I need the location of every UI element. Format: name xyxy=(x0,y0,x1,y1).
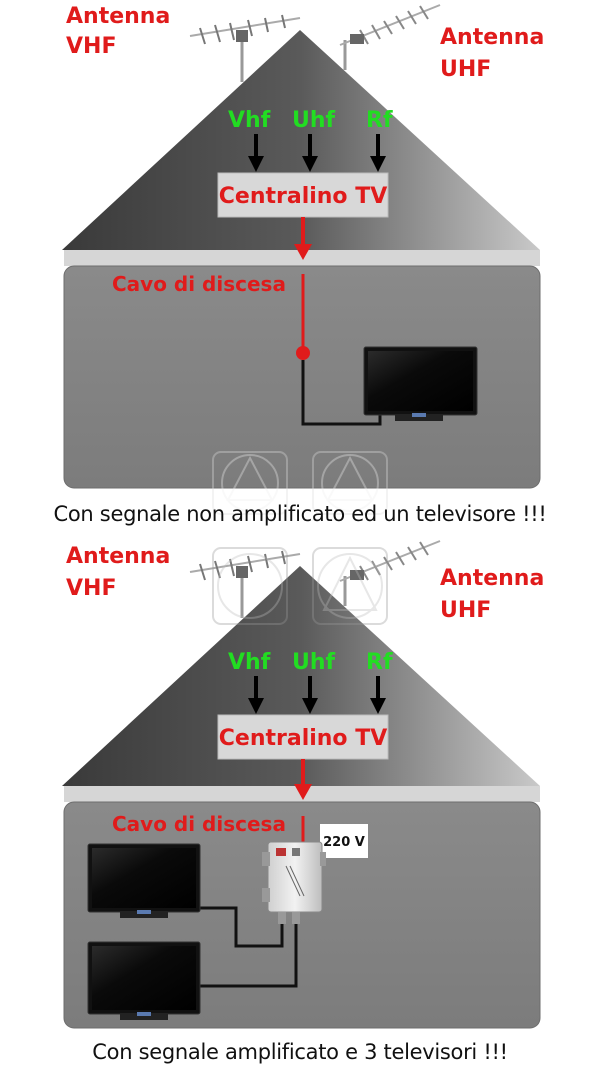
watermark-logo-icon xyxy=(212,451,388,515)
downlead-arrow xyxy=(294,217,312,260)
diagram-single-tv: Antenna VHF Antenna UHF Vhf Uhf Rf Centr… xyxy=(0,0,600,536)
signal-uhf-label: Uhf xyxy=(292,108,336,133)
caption-bottom: Con segnale amplificato e 3 televisori !… xyxy=(92,1040,508,1064)
roof xyxy=(62,566,540,786)
wall-outlet-dot xyxy=(296,346,310,360)
tv-icon xyxy=(87,843,201,918)
tv-icon xyxy=(363,346,478,421)
cavo-label: Cavo di discesa xyxy=(112,812,286,836)
signal-vhf-label: Vhf xyxy=(228,650,271,675)
antenna-uhf-band: UHF xyxy=(440,57,491,82)
tv-icon xyxy=(87,941,201,1020)
antenna-uhf-label: Antenna xyxy=(440,566,544,591)
antenna-uhf-label: Antenna xyxy=(440,25,544,50)
signal-arrows xyxy=(248,134,386,172)
signal-uhf-label: Uhf xyxy=(292,650,336,675)
amplifier-icon xyxy=(262,841,326,924)
signal-vhf-label: Vhf xyxy=(228,108,271,133)
uhf-antenna-icon xyxy=(339,540,441,606)
cavo-label: Cavo di discesa xyxy=(112,272,286,296)
antenna-uhf-band: UHF xyxy=(440,598,491,623)
centralino-box xyxy=(217,714,389,760)
tv-cable-1 xyxy=(200,906,284,948)
caption-top: Con segnale non amplificato ed un televi… xyxy=(53,502,547,526)
signal-arrows xyxy=(248,676,386,714)
house-diagram-bottom: Antenna VHF Antenna UHF Vhf Uhf Rf Centr… xyxy=(62,540,544,1029)
roof xyxy=(62,30,540,250)
vhf-antenna-icon xyxy=(189,550,301,618)
tv-cable xyxy=(301,360,382,426)
watermark-logo-icon xyxy=(212,547,388,625)
diagram-amplified: Antenna VHF Antenna UHF Vhf Uhf Rf Centr… xyxy=(0,536,600,1072)
antenna-vhf-label: Antenna xyxy=(66,4,170,29)
uhf-antenna-icon xyxy=(339,4,441,70)
antenna-vhf-label: Antenna xyxy=(66,544,170,569)
vhf-antenna-icon xyxy=(189,14,301,82)
tv-cable-2 xyxy=(200,924,298,988)
voltage-label: 220 V xyxy=(323,835,365,850)
centralino-label: Centralino TV xyxy=(219,184,388,209)
house-diagram-top: Antenna VHF Antenna UHF Vhf Uhf Rf Centr… xyxy=(62,4,544,515)
centralino-label: Centralino TV xyxy=(219,726,388,751)
downlead-arrow xyxy=(294,759,312,800)
antenna-vhf-band: VHF xyxy=(66,34,116,59)
signal-rf-label: Rf xyxy=(366,650,393,675)
signal-rf-label: Rf xyxy=(366,108,393,133)
antenna-vhf-band: VHF xyxy=(66,576,116,601)
voltage-box xyxy=(320,824,368,858)
